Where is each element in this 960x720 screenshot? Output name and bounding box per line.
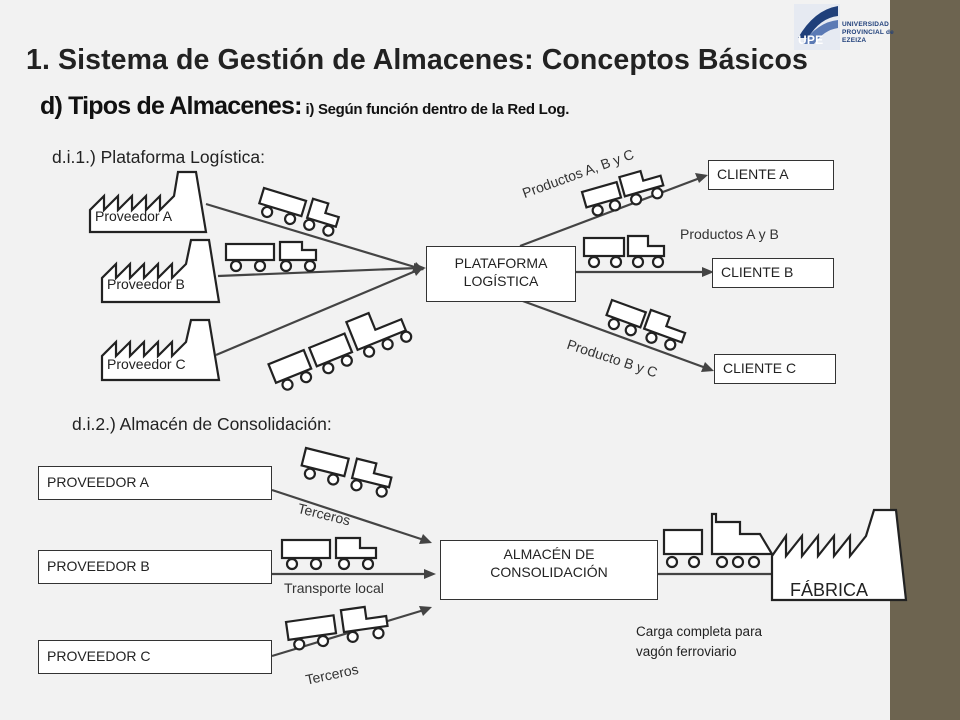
route-arrow — [576, 267, 714, 277]
supplier-box-a: PROVEEDOR A — [38, 466, 272, 500]
section-1-heading: d.i.1.) Plataforma Logística: — [52, 147, 266, 167]
warehouse-line-1: ALMACÉN DE — [503, 546, 595, 562]
route-label-ab: Productos A y B — [680, 226, 779, 242]
page-title: 1. Sistema de Gestión de Almacenes: Conc… — [26, 44, 808, 76]
rail-note-line-2: vagón ferroviario — [636, 644, 737, 659]
subtitle-detail: i) Según función dentro de la Red Log. — [301, 101, 570, 118]
supplier-box-b: PROVEEDOR B — [38, 550, 272, 584]
factory-label: FÁBRICA — [790, 580, 869, 600]
factory-icon — [100, 318, 221, 382]
truck-icon — [267, 311, 413, 391]
subtitle-main: d) Tipos de Almacenes: — [40, 92, 302, 120]
warehouse-line-2: CONSOLIDACIÓN — [490, 564, 608, 580]
factory-building-icon — [770, 508, 908, 602]
supplier-box-c: Proveedor C — [107, 356, 186, 372]
route-arrow — [215, 266, 424, 357]
page-subtitle: d) Tipos de Almacenes: i) Según función … — [40, 92, 569, 121]
route-arrow — [271, 488, 432, 544]
platform-box: PLATAFORMA LOGÍSTICA — [426, 246, 576, 302]
route-arrow — [217, 263, 426, 278]
rail-note-line-1: Carga completa para — [636, 624, 763, 639]
route-arrow — [519, 173, 708, 248]
factory-icon — [100, 238, 221, 304]
university-logo — [794, 4, 840, 50]
logo-line-3: EZEIZA — [842, 37, 867, 44]
truck-icon — [257, 186, 341, 237]
truck-icon — [224, 240, 318, 273]
client-box-a: CLIENTE A — [708, 160, 834, 190]
client-box-c: CLIENTE C — [714, 354, 836, 384]
consolidation-warehouse-box: ALMACÉN DE CONSOLIDACIÓN — [440, 540, 658, 600]
transport-label-local: Transporte local — [284, 580, 384, 596]
truck-icon — [582, 234, 666, 269]
platform-line-1: PLATAFORMA — [454, 255, 548, 271]
truck-icon — [284, 605, 389, 651]
truck-icon — [605, 298, 687, 351]
truck-icon — [300, 446, 393, 498]
supplier-box-c: PROVEEDOR C — [38, 640, 272, 674]
platform-line-2: LOGÍSTICA — [463, 273, 539, 289]
logo-line-2: PROVINCIAL de — [842, 29, 894, 36]
route-arrow — [519, 298, 714, 372]
section-2-heading: d.i.2.) Almacén de Consolidación: — [72, 414, 332, 434]
factory-icon — [88, 170, 208, 234]
logo-abbr: UPE — [798, 33, 824, 47]
supplier-box-a: Proveedor A — [95, 208, 173, 224]
route-arrow — [272, 569, 436, 579]
client-box-b: CLIENTE B — [712, 258, 834, 288]
truck-icon — [280, 536, 378, 571]
logo-line-1: UNIVERSIDAD — [842, 21, 889, 28]
supplier-box-b: Proveedor B — [107, 276, 185, 292]
truck-icon — [580, 169, 665, 217]
train-icon — [662, 512, 774, 569]
